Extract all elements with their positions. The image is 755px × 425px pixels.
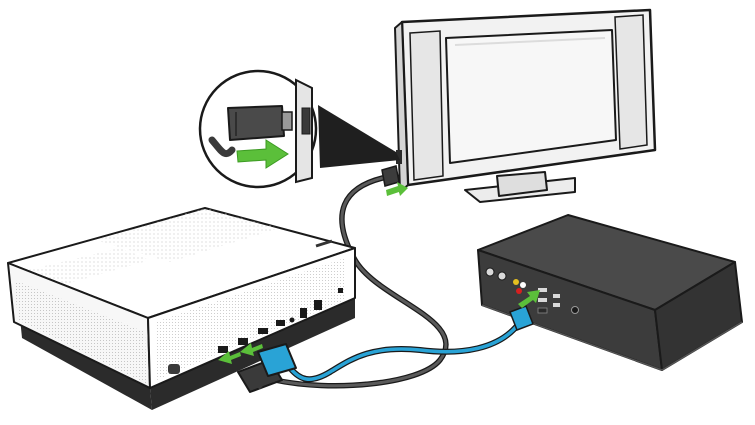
- inset-hdmi-plug: [227, 105, 285, 141]
- cable-box: [477, 214, 743, 371]
- box-insert-arrow-icon: [518, 290, 540, 308]
- callout-wedge: [318, 105, 400, 168]
- cable-box-ports: [485, 267, 579, 314]
- magnified-port-inset: [198, 69, 400, 189]
- console-ports: [218, 288, 343, 353]
- hdmi-cable-from-box: [287, 290, 540, 383]
- console-power-button: [168, 364, 180, 374]
- tv-stand: [464, 171, 576, 203]
- console-insert-arrow-2-icon: [240, 343, 263, 356]
- tv-insert-arrow-icon: [386, 182, 408, 196]
- console-insert-arrow-1-icon: [218, 351, 241, 364]
- console-plugs: [218, 343, 297, 393]
- television: [394, 8, 657, 203]
- tv-hdmi-port: [396, 150, 402, 164]
- tv-screen: [445, 29, 617, 164]
- hdmi-cable-to-tv: [272, 165, 449, 389]
- inset-insert-arrow-icon: [236, 139, 289, 169]
